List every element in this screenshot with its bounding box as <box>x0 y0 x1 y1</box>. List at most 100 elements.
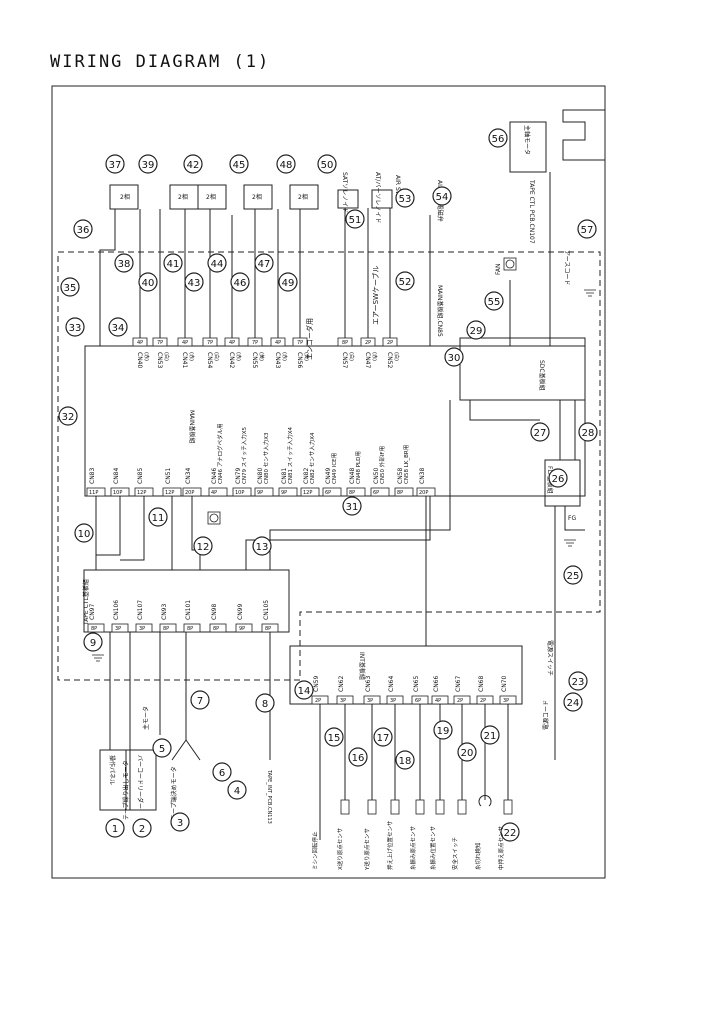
callout-number-29: 29 <box>470 326 483 337</box>
int-connector-pins-CN63: 3P <box>367 698 373 704</box>
callout-circle-1 <box>105 818 125 838</box>
callout-circle-18 <box>395 750 415 770</box>
top-connector-CN43 <box>270 337 286 347</box>
main-func-label-7: CN50 外部IF用 <box>378 446 386 484</box>
top-connector-pins-CN47: 2P <box>365 340 371 346</box>
top-connector-name-CN43: CN43 <box>274 352 281 368</box>
callout-circle-28 <box>578 422 598 442</box>
main-connector-name-CN85: CN85 <box>137 468 144 484</box>
callout-number-54: 54 <box>436 192 449 203</box>
callout-circle-7 <box>190 690 210 710</box>
int-connector-pins-CN66: 4P <box>435 698 441 704</box>
callout-circle-50 <box>317 154 337 174</box>
main-connector-pins-CN58: 8P <box>397 490 403 496</box>
main-connector-CN34 <box>182 487 202 497</box>
main-connector-CN82 <box>300 487 320 497</box>
callout-number-22: 22 <box>504 828 517 839</box>
main-connector-CN50 <box>370 487 390 497</box>
tape-connector-name-CN97: CN97 <box>89 604 96 620</box>
callout-circle-40 <box>138 272 158 292</box>
solenoid-b-label: AT/バーソレノイド <box>374 172 381 223</box>
callout-circle-43 <box>184 272 204 292</box>
callout-number-32: 32 <box>62 412 75 423</box>
sensor-symbol-2 <box>390 799 400 815</box>
main-connector-name-CN84: CN84 <box>113 468 120 484</box>
top-connector-CN57 <box>337 337 353 347</box>
callout-circle-20 <box>457 742 477 762</box>
top-connector-name-CN56: CN56 <box>296 352 303 368</box>
callout-number-41: 41 <box>167 259 180 270</box>
top-connector-color-CN42: (赤) <box>235 352 241 361</box>
tape-connector-CN97 <box>87 623 105 633</box>
top-connector-color-CN40: (赤) <box>143 352 149 361</box>
sensor-label-8: 中押え原点センサ <box>497 825 505 870</box>
main-func-label-3: CN81 スイッチ入力X4 <box>286 427 294 484</box>
main-connector-name-CN38: CN38 <box>419 468 426 484</box>
callout-circle-22 <box>500 822 520 842</box>
callout-number-10: 10 <box>78 529 91 540</box>
callout-circle-44 <box>207 253 227 273</box>
callout-number-20: 20 <box>461 748 474 759</box>
cut-motor-label: テープ端決めモータ <box>170 766 178 820</box>
callout-number-19: 19 <box>437 726 450 737</box>
two-phase-label-3: 2相 <box>252 193 262 201</box>
top-connector-color-CN52: (白) <box>393 352 400 361</box>
int-connector-pins-CN70: 3P <box>503 698 509 704</box>
tape-connector-pins-CN107: 3P <box>139 626 145 632</box>
callout-number-48: 48 <box>280 160 293 171</box>
top-connector-CN40 <box>132 337 148 347</box>
top-connector-CN55 <box>247 337 263 347</box>
main-func-label-8: CN58 LK_BR用 <box>403 445 410 484</box>
outer-frame <box>51 85 606 879</box>
main-connector-CN38 <box>416 487 436 497</box>
fan-label: FAN <box>495 264 502 276</box>
tape-connector-name-CN105: CN105 <box>263 600 270 620</box>
sensor-label-7: 糸切れ検知 <box>474 842 482 870</box>
top-connector-name-CN53: CN53 <box>156 352 163 368</box>
dashed-enclosure <box>57 251 601 681</box>
tape-connector-CN99 <box>235 623 253 633</box>
callout-number-33: 33 <box>69 323 82 334</box>
callout-number-53: 53 <box>399 194 412 205</box>
top-connector-color-CN43: (赤) <box>281 352 287 361</box>
callout-circle-34 <box>108 317 128 337</box>
callout-number-23: 23 <box>572 677 585 688</box>
int-board-label: INT基板組 <box>358 652 366 680</box>
int-connector-name-CN66: CN66 <box>433 676 440 692</box>
sensor-label-4: 糸振み原点センサ <box>409 825 417 870</box>
solenoid-a-label: SATソレノイド <box>341 172 348 213</box>
top-connector-CN53 <box>152 337 168 347</box>
int-connector-CN65 <box>411 695 429 705</box>
callout-number-35: 35 <box>64 283 77 294</box>
main-connector-name-CN58: CN58 <box>397 468 404 484</box>
main-connector-name-CN51: CN51 <box>165 468 172 484</box>
main-connector-CN84 <box>110 487 130 497</box>
sensor-symbol-0 <box>340 799 350 815</box>
callout-circle-6 <box>212 762 232 782</box>
main-connector-pins-CN82: 12P <box>303 490 312 496</box>
main-connector-pins-CN51: 12P <box>165 490 174 496</box>
callout-circle-53 <box>395 188 415 208</box>
two-phase-label-0: 2相 <box>120 193 130 201</box>
top-connector-color-CN55: (黄) <box>258 352 265 361</box>
tape-connector-CN98 <box>209 623 227 633</box>
callout-circle-25 <box>563 565 583 585</box>
main-connector-pins-CN84: 10P <box>113 490 122 496</box>
sensor-symbol-1 <box>367 799 377 815</box>
panel-label: 操作パネル <box>108 755 116 785</box>
callout-number-7: 7 <box>197 696 203 707</box>
main-func-label-0: CN46 アナログペダル用 <box>216 423 224 484</box>
tape-connector-CN107 <box>135 623 153 633</box>
callout-number-40: 40 <box>142 278 155 289</box>
callout-circle-54 <box>432 186 452 206</box>
callout-number-13: 13 <box>256 542 269 553</box>
main-func-label-2: CN80 センサ入力X3 <box>262 432 270 484</box>
tape-connector-pins-CN106: 3P <box>115 626 121 632</box>
top-connector-pins-CN52: 2P <box>387 340 393 346</box>
callout-circle-26 <box>548 468 568 488</box>
main-connector-name-CN49: CN49 <box>325 468 332 484</box>
callout-circle-15 <box>324 727 344 747</box>
callout-number-39: 39 <box>142 160 155 171</box>
main-connector-CN48 <box>346 487 366 497</box>
